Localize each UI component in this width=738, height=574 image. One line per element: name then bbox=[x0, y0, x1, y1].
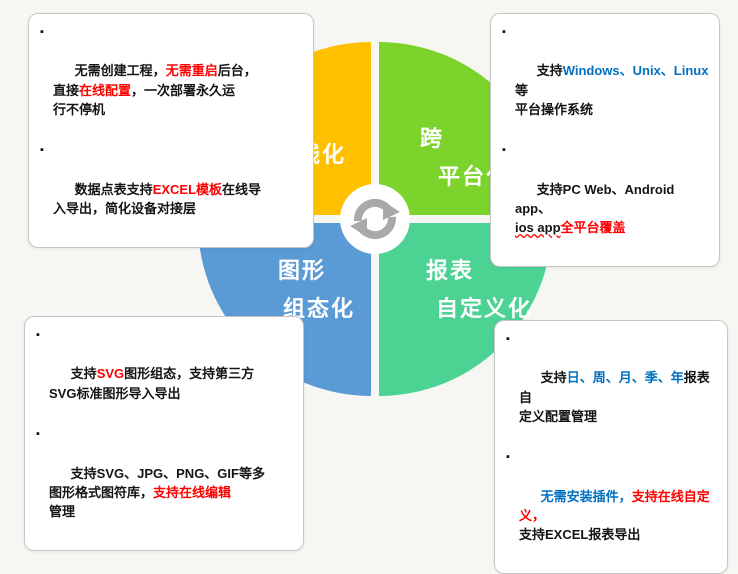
bullet-text: 支持日、周、月、季、年报表自 定义配置管理 bbox=[519, 370, 710, 424]
quadrant-label-report-custom: 报表自定义化 bbox=[426, 258, 533, 321]
bullet-marker: ▪ bbox=[502, 144, 506, 157]
bullet-text: 支持PC Web、Android app、 ios app全平台覆盖 bbox=[515, 181, 675, 236]
list-item: ▪ 支持PC Web、Android app、 ios app全平台覆盖 bbox=[502, 141, 711, 256]
bullet-text: 支持SVG、JPG、PNG、GIF等多 图形格式图符库，支持在线编辑 管理 bbox=[49, 465, 265, 520]
bullet-marker: ▪ bbox=[506, 333, 510, 345]
bullet-text: 数据点表支持EXCEL模板在线导 入导出，简化设备对接层 bbox=[53, 181, 262, 217]
list-item: ▪ 无需安装插件，支持在线自定义， 支持EXCEL报表导出 bbox=[506, 448, 719, 563]
bullet-marker: ▪ bbox=[502, 26, 506, 38]
list-item: ▪ 无需创建工程，无需重启后台， 直接在线配置，一次部署永久运 行不停机 bbox=[40, 23, 305, 138]
bullet-text: 无需安装插件，支持在线自定义， 支持EXCEL报表导出 bbox=[519, 488, 710, 543]
bullet-text: 无需创建工程，无需重启后台， 直接在线配置，一次部署永久运 行不停机 bbox=[53, 63, 257, 117]
list-item: ▪ 支持SVG、JPG、PNG、GIF等多 图形格式图符库，支持在线编辑 管理 bbox=[36, 425, 295, 540]
cycle-arrows-graphic bbox=[340, 184, 410, 254]
bullet-marker: ▪ bbox=[36, 329, 40, 341]
list-item: ▪ 数据点表支持EXCEL模板在线导 入导出，简化设备对接层 bbox=[40, 141, 305, 237]
bullet-marker: ▪ bbox=[40, 26, 44, 38]
list-item: ▪ 支持SVG图形组态，支持第三方 SVG标准图形导入导出 bbox=[36, 326, 295, 422]
list-item: ▪ 支持日、周、月、季、年报表自 定义配置管理 bbox=[506, 330, 719, 445]
callout-online: ▪ 无需创建工程，无需重启后台， 直接在线配置，一次部署永久运 行不停机 ▪ 数… bbox=[28, 13, 314, 248]
quadrant-label-graphics: 图形组态化 bbox=[278, 258, 356, 321]
bullet-marker: ▪ bbox=[506, 451, 510, 464]
bullet-marker: ▪ bbox=[40, 144, 44, 157]
cycle-arrows-icon bbox=[337, 181, 413, 257]
bullet-text: 支持SVG图形组态，支持第三方 SVG标准图形导入导出 bbox=[49, 366, 255, 401]
list-item: ▪ 支持Windows、Unix、Linux等 平台操作系统 bbox=[502, 23, 711, 138]
callout-graphics: ▪ 支持SVG图形组态，支持第三方 SVG标准图形导入导出 ▪ 支持SVG、JP… bbox=[24, 316, 304, 551]
bullet-text: 支持Windows、Unix、Linux等 平台操作系统 bbox=[515, 63, 709, 117]
bullet-marker: ▪ bbox=[36, 428, 40, 441]
callout-cross-platform: ▪ 支持Windows、Unix、Linux等 平台操作系统 ▪ 支持PC We… bbox=[490, 13, 720, 267]
